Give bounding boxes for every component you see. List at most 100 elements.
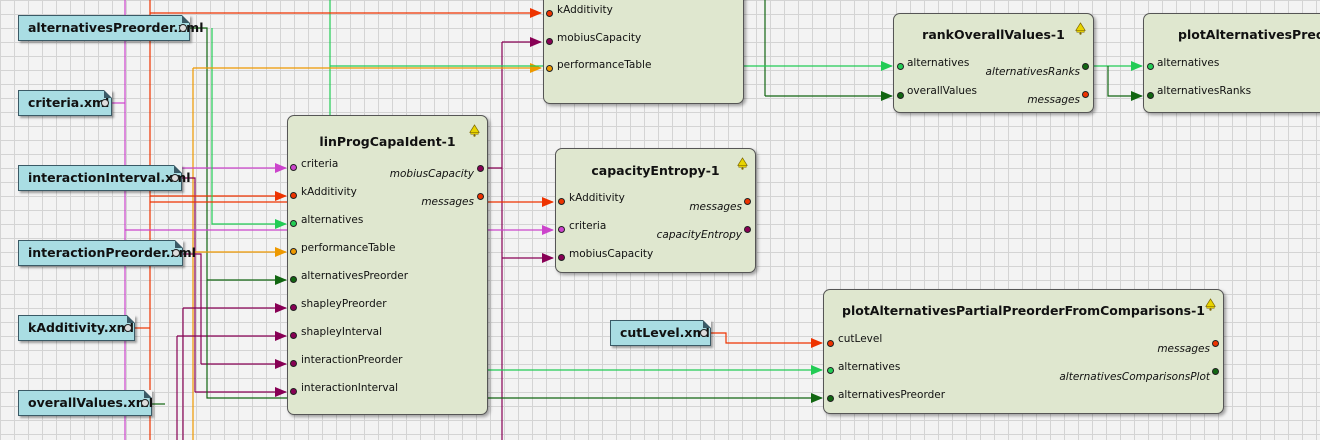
pin-label: messages: [1027, 94, 1080, 106]
node-title: plotAlternativesPreorde: [1178, 27, 1320, 42]
pin-label: alternativesComparisonsPlot: [1059, 371, 1210, 383]
pin-label: alternatives: [1157, 57, 1220, 69]
pin-label: performanceTable: [557, 59, 652, 71]
pin-label: alternativesRanks: [985, 66, 1080, 78]
pin-label: interactionPreorder: [301, 354, 403, 366]
node-plot-alternatives-preorder[interactable]: plotAlternativesPreorde: [1143, 13, 1320, 113]
pin-label: shapleyPreorder: [301, 298, 387, 310]
node-title: rankOverallValues-1: [922, 27, 1065, 42]
folded-corner-icon: [175, 240, 183, 248]
input-pin-k-additivity[interactable]: [290, 192, 297, 199]
pin-label: kAdditivity: [301, 186, 357, 198]
file-interaction-interval[interactable]: interactionInterval.xml: [18, 165, 191, 191]
input-pin-shapley-interval[interactable]: [290, 332, 297, 339]
pin-label: mobiusCapacity: [569, 248, 654, 260]
input-pin-overall-values[interactable]: [897, 92, 904, 99]
input-pin-criteria[interactable]: [290, 164, 297, 171]
input-pin-alternatives[interactable]: [1147, 63, 1154, 70]
pin-label: shapleyInterval: [301, 326, 383, 338]
node-plot-alternatives-partial-preorder[interactable]: plotAlternativesPartialPreorderFromCompa…: [823, 289, 1224, 414]
input-pin-performance-table[interactable]: [546, 65, 553, 72]
input-pin-mobius-capacity[interactable]: [558, 254, 565, 261]
pin-label: messages: [421, 196, 474, 208]
input-pin-alternatives[interactable]: [897, 63, 904, 70]
input-pin-k-additivity[interactable]: [546, 10, 553, 17]
output-port[interactable]: [141, 399, 149, 407]
file-interaction-preorder[interactable]: interactionPreorder.xml: [18, 240, 196, 266]
output-pin-messages[interactable]: [1212, 340, 1219, 347]
node-capacity-entropy[interactable]: capacityEntropy-1: [555, 148, 756, 273]
output-pin-messages[interactable]: [477, 193, 484, 200]
node-title: linProgCapaIdent-1: [319, 134, 456, 149]
output-port[interactable]: [101, 99, 109, 107]
input-pin-interaction-interval[interactable]: [290, 388, 297, 395]
pin-label: interactionInterval: [301, 382, 398, 394]
node-rank-overall-values[interactable]: rankOverallValues-1: [893, 13, 1094, 113]
pin-label: performanceTable: [301, 242, 396, 254]
input-pin-shapley-preorder[interactable]: [290, 304, 297, 311]
folded-corner-icon: [182, 15, 190, 23]
bell-icon: [469, 124, 480, 137]
input-pin-k-additivity[interactable]: [558, 198, 565, 205]
pin-label: alternativesPreorder: [301, 270, 409, 282]
file-label: cutLevel.xml: [620, 325, 710, 340]
node-linprog-capa-ident[interactable]: linProgCapaIdent-1: [287, 115, 488, 415]
output-pin-alternatives-comparisons-plot[interactable]: [1212, 368, 1219, 375]
pin-label: criteria: [301, 158, 339, 170]
pin-label: cutLevel: [838, 333, 883, 345]
input-pin-mobius-capacity[interactable]: [546, 38, 553, 45]
input-pin-performance-table[interactable]: [290, 248, 297, 255]
file-label: overallValues.xml: [28, 395, 154, 410]
file-overall-values[interactable]: overallValues.xml: [18, 390, 154, 416]
node-top-cutoff[interactable]: [543, 0, 744, 104]
output-port[interactable]: [700, 329, 708, 337]
output-pin-alternatives-ranks[interactable]: [1082, 63, 1089, 70]
pin-label: kAdditivity: [557, 4, 613, 16]
folded-corner-icon: [127, 315, 135, 323]
output-port[interactable]: [172, 249, 180, 257]
pin-label: mobiusCapacity: [557, 32, 642, 44]
pin-label: messages: [689, 201, 742, 213]
output-pin-capacity-entropy[interactable]: [744, 226, 751, 233]
pin-label: criteria: [569, 220, 607, 232]
file-alternatives-preorder[interactable]: alternativesPreorder.xml: [18, 15, 203, 41]
file-label: interactionPreorder.xml: [28, 245, 196, 260]
folded-corner-icon: [174, 165, 182, 173]
output-pin-messages[interactable]: [1082, 91, 1089, 98]
output-port[interactable]: [124, 324, 132, 332]
file-label: criteria.xml: [28, 95, 110, 110]
input-pin-alternatives-preorder[interactable]: [827, 395, 834, 402]
file-cut-level[interactable]: cutLevel.xml: [610, 320, 711, 346]
folded-corner-icon: [144, 390, 152, 398]
pin-label: mobiusCapacity: [389, 168, 474, 180]
input-pin-alternatives[interactable]: [290, 220, 297, 227]
input-pin-cut-level[interactable]: [827, 340, 834, 347]
output-pin-messages[interactable]: [744, 198, 751, 205]
node-title: plotAlternativesPartialPreorderFromCompa…: [842, 303, 1205, 318]
output-port[interactable]: [179, 24, 187, 32]
pin-label: alternativesPreorder: [838, 389, 946, 401]
output-pin-mobius-capacity[interactable]: [477, 165, 484, 172]
pin-label: capacityEntropy: [656, 229, 742, 241]
input-pin-interaction-preorder[interactable]: [290, 360, 297, 367]
node-title: capacityEntropy-1: [591, 163, 720, 178]
pin-label: overallValues: [907, 85, 977, 97]
bell-icon: [737, 157, 748, 170]
file-label: alternativesPreorder.xml: [28, 20, 204, 35]
pin-label: alternatives: [838, 361, 901, 373]
folded-corner-icon: [104, 90, 112, 98]
file-k-additivity[interactable]: kAdditivity.xml: [18, 315, 135, 341]
pin-label: kAdditivity: [569, 192, 625, 204]
folded-corner-icon: [703, 320, 711, 328]
input-pin-alternatives[interactable]: [827, 367, 834, 374]
pin-label: alternatives: [907, 57, 970, 69]
file-criteria[interactable]: criteria.xml: [18, 90, 112, 116]
file-label: interactionInterval.xml: [28, 170, 191, 185]
pin-label: alternatives: [301, 214, 364, 226]
input-pin-criteria[interactable]: [558, 226, 565, 233]
output-port[interactable]: [171, 174, 179, 182]
pin-label: messages: [1157, 343, 1210, 355]
input-pin-alternatives-ranks[interactable]: [1147, 92, 1154, 99]
bell-icon: [1205, 298, 1216, 311]
input-pin-alternatives-preorder[interactable]: [290, 276, 297, 283]
